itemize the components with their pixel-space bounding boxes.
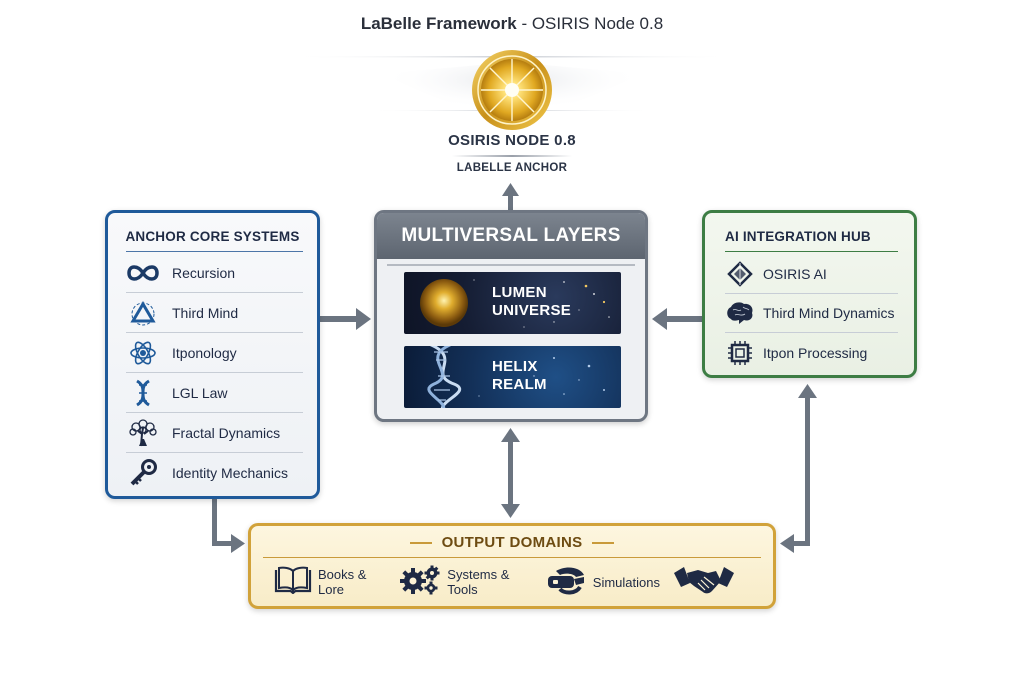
- tree-icon: [126, 418, 160, 446]
- node-name: OSIRIS NODE 0.8: [448, 132, 576, 149]
- arrow-ai-to-multiversal: [652, 308, 703, 330]
- output-item-systems-tools[interactable]: Systems & Tools: [400, 565, 532, 600]
- multiversal-title: MULTIVERSAL LAYERS: [401, 225, 621, 246]
- chip-icon: [725, 340, 755, 366]
- arrow-anchor-to-multiversal: [320, 308, 371, 330]
- output-domains-panel: OUTPUT DOMAINS Books & Lore Systems & To…: [248, 523, 776, 609]
- dna-icon: [126, 379, 160, 406]
- anchor-item-itponology[interactable]: Itponology: [126, 333, 303, 373]
- title-dash-left: [409, 541, 432, 544]
- gears-icon: [400, 565, 442, 600]
- multiversal-divider: [387, 264, 635, 266]
- output-item-label: Books & Lore: [318, 567, 367, 597]
- ai-item-label: OSIRIS AI: [763, 266, 827, 282]
- anchor-item-label: Itponology: [172, 344, 237, 361]
- ai-item-itpon-processing[interactable]: Itpon Processing: [725, 333, 898, 372]
- ai-item-label: Third Mind Dynamics: [763, 305, 895, 321]
- anchor-core-title: ANCHOR CORE SYSTEMS: [125, 229, 300, 244]
- vr-headset-icon: [546, 565, 588, 600]
- arrow-multiversal-output: [501, 428, 520, 518]
- golden-orb-icon: [420, 279, 468, 327]
- ai-hub-divider: [725, 251, 898, 252]
- anchor-item-lgl-law[interactable]: LGL Law: [126, 373, 303, 413]
- ai-item-osiris-ai[interactable]: OSIRIS AI: [725, 255, 898, 294]
- anchor-item-identity-mechanics[interactable]: Identity Mechanics: [126, 453, 303, 493]
- output-item-simulations[interactable]: Simulations: [546, 565, 660, 600]
- arrow-multiversal-to-node: [502, 183, 519, 210]
- output-item-label: Simulations: [592, 574, 660, 590]
- anchor-item-label: LGL Law: [172, 384, 228, 401]
- anchor-core-divider: [126, 251, 303, 252]
- layer-line1: HELIX: [492, 358, 538, 375]
- ai-item-third-mind-dynamics[interactable]: Third Mind Dynamics: [725, 294, 898, 333]
- infinity-icon: [126, 260, 160, 286]
- starfield-decoration: [427, 346, 605, 408]
- layer-line2: UNIVERSE: [492, 302, 572, 319]
- node-subtitle: LABELLE ANCHOR: [456, 162, 568, 174]
- anchor-item-label: Identity Mechanics: [172, 465, 288, 481]
- output-title-wrap: OUTPUT DOMAINS: [251, 534, 773, 551]
- anchor-core-panel: ANCHOR CORE SYSTEMS Recursion Third Mind…: [105, 210, 320, 499]
- brain-icon: [725, 300, 755, 326]
- anchor-item-label: Fractal Dynamics: [172, 424, 281, 441]
- anchor-item-third-mind[interactable]: Third Mind: [126, 293, 303, 333]
- node-divider: [452, 155, 572, 157]
- output-list: Books & Lore Systems & Tools Simulations: [273, 565, 753, 600]
- diamond-icon: [725, 261, 755, 287]
- ai-hub-title: AI INTEGRATION HUB: [725, 229, 871, 244]
- output-item-label: Systems & Tools: [447, 567, 510, 597]
- ai-integration-hub-panel: AI INTEGRATION HUB OSIRIS AI Third Mind …: [702, 210, 917, 378]
- arrow-anchor-to-output: [212, 499, 245, 553]
- anchor-item-label: Recursion: [172, 264, 236, 281]
- title-dash-right: [592, 541, 615, 544]
- arrow-ai-output: [780, 384, 817, 553]
- title-bold: LaBelle Framework: [360, 14, 517, 33]
- atom-icon: [126, 340, 160, 366]
- page-title: LaBelle Framework - OSIRIS Node 0.8: [0, 14, 1024, 34]
- anchor-core-list: Recursion Third Mind Itponology LGL Law …: [126, 253, 303, 493]
- book-icon: [273, 566, 313, 599]
- layer-line1: LUMEN: [492, 284, 547, 301]
- key-icon: [126, 459, 160, 486]
- ai-item-label: Itpon Processing: [763, 344, 868, 361]
- output-title: OUTPUT DOMAINS: [441, 534, 583, 551]
- dna-helix-icon: [427, 346, 462, 408]
- output-item-books-lore[interactable]: Books & Lore: [273, 566, 386, 599]
- anchor-item-label: Third Mind: [172, 304, 239, 321]
- output-item-collaboration[interactable]: [674, 565, 739, 600]
- ai-hub-list: OSIRIS AI Third Mind Dynamics Itpon Proc…: [725, 255, 898, 372]
- golden-medallion-icon: [472, 50, 552, 130]
- output-divider: [263, 557, 761, 558]
- triangle-icon: [126, 300, 160, 326]
- multiversal-header: MULTIVERSAL LAYERS: [377, 213, 645, 259]
- starfield-decoration: [420, 279, 610, 328]
- layer-line2: REALM: [492, 376, 547, 393]
- anchor-item-recursion[interactable]: Recursion: [126, 253, 303, 293]
- title-rest: - OSIRIS Node 0.8: [516, 14, 664, 33]
- anchor-item-fractal-dynamics[interactable]: Fractal Dynamics: [126, 413, 303, 453]
- handshake-icon: [674, 565, 734, 600]
